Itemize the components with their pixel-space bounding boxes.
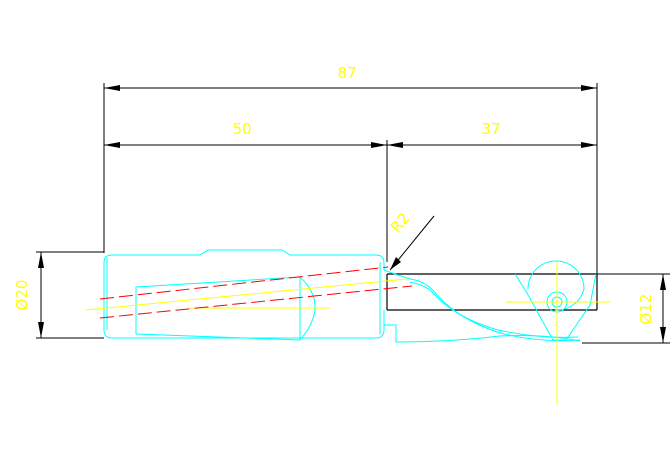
dimension-shank-head: 50 37	[104, 120, 597, 148]
center-lines	[85, 262, 610, 405]
head-left-arrow	[387, 142, 403, 148]
coolant-passage-lower	[99, 285, 413, 319]
bar-diameter-top-arrow	[660, 274, 666, 290]
dimension-overall-length: 87	[104, 64, 597, 91]
overall-length-label: 87	[337, 64, 356, 82]
tool-axis-line	[85, 278, 408, 311]
corner-radius-label: R2	[387, 209, 414, 236]
dimension-shank-diameter: Ø20	[13, 252, 44, 338]
tool-holder-outline	[103, 249, 597, 343]
bar-diameter-label: Ø12	[637, 294, 655, 325]
shank-top-contour	[103, 249, 385, 270]
dimension-bar-diameter: Ø12	[637, 274, 666, 343]
shank-left-arrow	[104, 142, 120, 148]
shank-diameter-bottom-arrow	[38, 322, 44, 338]
shank-right-arrow	[371, 142, 387, 148]
shank-length-label: 50	[232, 120, 251, 138]
insert-outer-circle	[527, 260, 585, 311]
head-right-arrow	[581, 142, 597, 148]
overall-right-arrow	[581, 85, 597, 91]
bar-diameter-bottom-arrow	[660, 327, 666, 343]
shank-diameter-top-arrow	[38, 252, 44, 268]
coolant-passage-upper	[99, 266, 389, 300]
neck-bottom-contour	[384, 324, 581, 343]
overall-left-arrow	[104, 85, 120, 91]
radius-leader-arrow	[390, 257, 401, 270]
coolant-passages	[99, 266, 413, 319]
insert-pocket	[514, 273, 597, 341]
extension-lines	[36, 83, 670, 344]
shank-diameter-label: Ø20	[13, 280, 31, 311]
head-length-label: 37	[481, 120, 500, 138]
bore-end-arc	[299, 276, 316, 341]
boring-bar	[386, 273, 598, 311]
shank-bottom-contour	[103, 263, 385, 339]
head-top-curve	[383, 269, 581, 342]
head-inner-curve	[409, 281, 579, 338]
corner-radius-callout: R2	[387, 209, 435, 271]
